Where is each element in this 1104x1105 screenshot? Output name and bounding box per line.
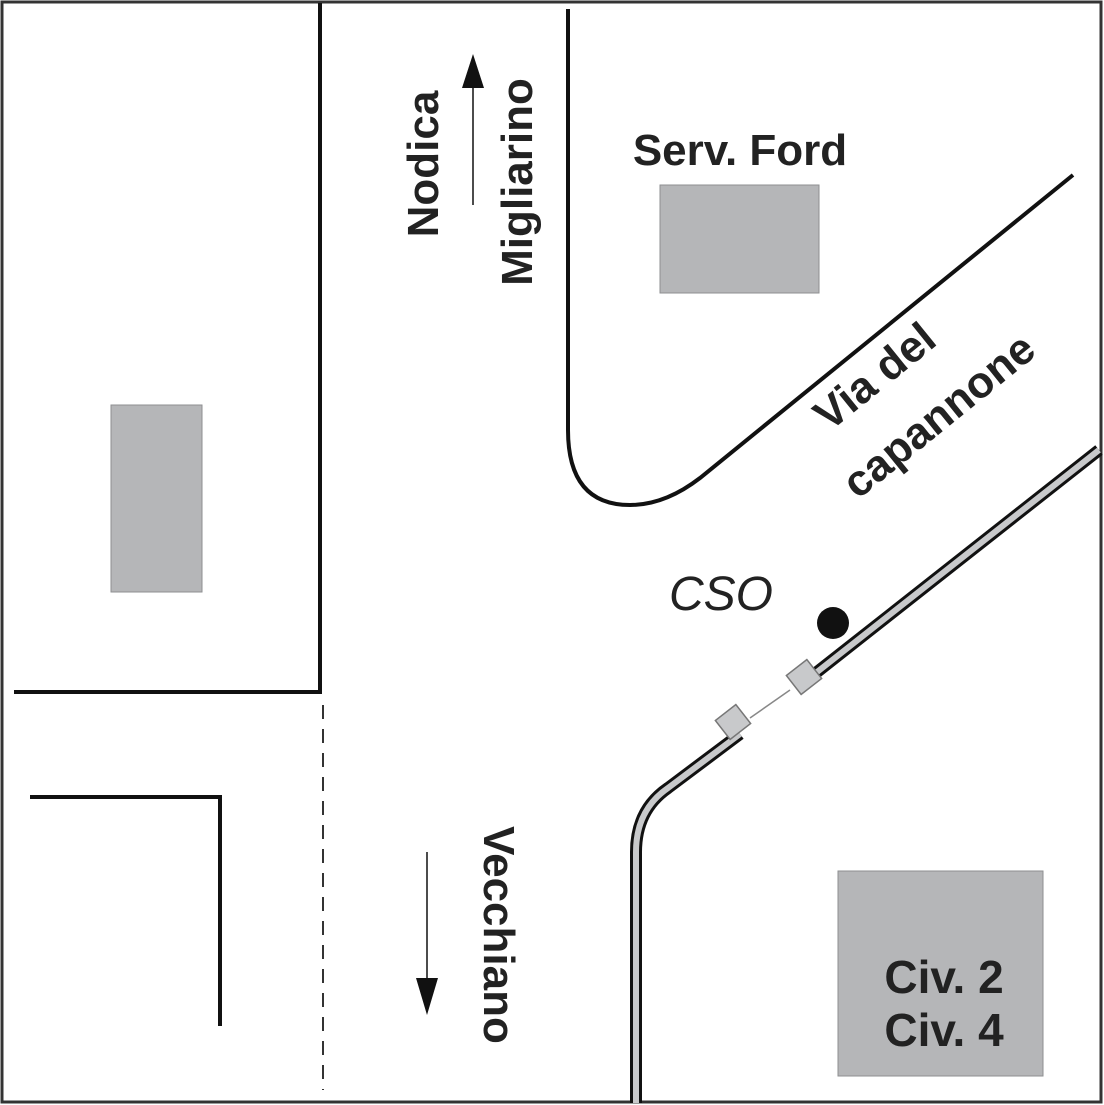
migliarino-label: Migliarino [493,78,542,286]
arrow-up-icon [462,54,484,205]
civ-building [837,870,1044,1077]
vecchiano-label: Vecchiano [474,826,523,1044]
civ-2-label: Civ. 2 [884,951,1003,1003]
cso-label: CSO [669,568,773,621]
arrow-down-icon [416,852,438,1015]
serv-ford-label: Serv. Ford [633,126,847,175]
via-del-capannone-road-edge [566,9,1075,508]
dot-marker-icon [817,607,849,639]
civ-4-label: Civ. 4 [884,1004,1004,1056]
left-upper-block-edge [14,3,322,694]
pipe-joint-upper [785,658,823,696]
pipeline [630,445,1103,1103]
left-lower-block-edge [30,795,222,1026]
nodica-label: Nodica [399,90,448,237]
serv-ford-building [659,184,820,294]
left-building [110,404,203,593]
pipe-joint-lower [714,703,752,741]
